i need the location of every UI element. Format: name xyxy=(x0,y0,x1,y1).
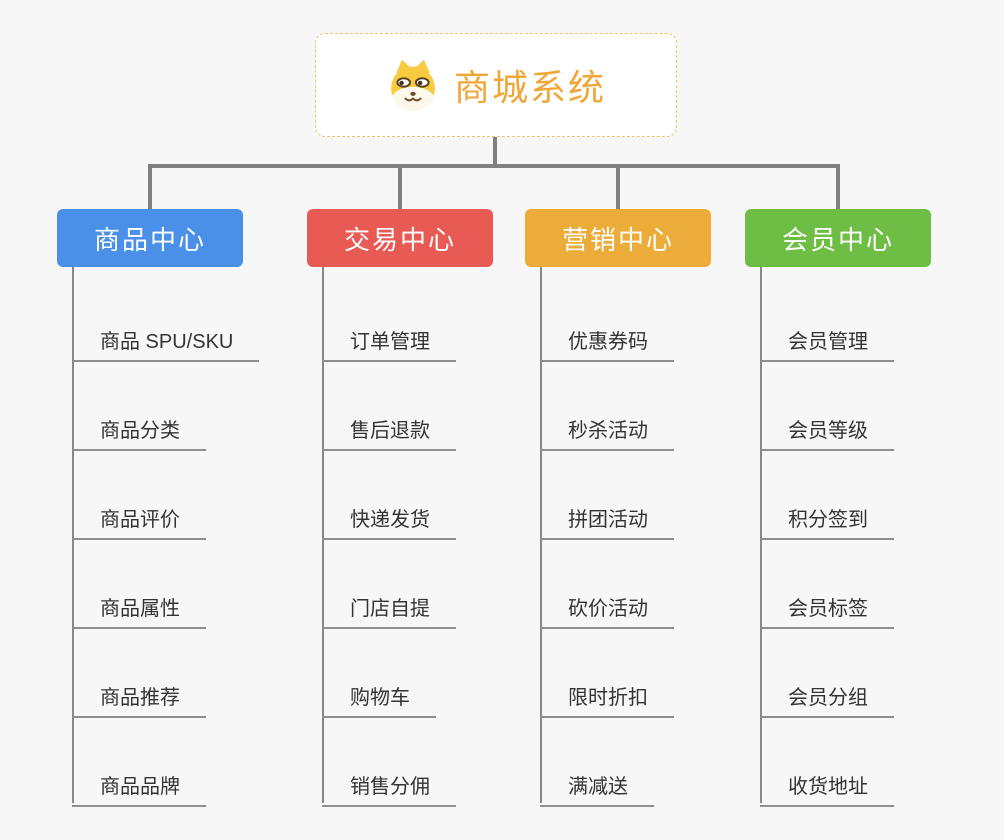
connector-drop-products xyxy=(148,164,152,211)
leaf-node[interactable]: 收货地址 xyxy=(760,757,894,807)
leaf-node[interactable]: 商品评价 xyxy=(72,490,206,540)
leaf-node[interactable]: 砍价活动 xyxy=(540,579,674,629)
connector-drop-marketing xyxy=(616,164,620,211)
doge-icon xyxy=(391,59,435,111)
connector-horizontal-bar xyxy=(148,164,840,168)
leaf-node[interactable]: 会员管理 xyxy=(760,312,894,362)
branch-header-trade[interactable]: 交易中心 xyxy=(307,209,493,267)
branch-spine-trade xyxy=(322,267,324,803)
leaf-node[interactable]: 会员标签 xyxy=(760,579,894,629)
leaf-node[interactable]: 订单管理 xyxy=(322,312,456,362)
branch-spine-members xyxy=(760,267,762,803)
branch-header-products[interactable]: 商品中心 xyxy=(57,209,243,267)
branch-header-members[interactable]: 会员中心 xyxy=(745,209,931,267)
leaf-node[interactable]: 会员分组 xyxy=(760,668,894,718)
leaf-node[interactable]: 商品 SPU/SKU xyxy=(72,312,260,362)
branch-header-marketing[interactable]: 营销中心 xyxy=(525,209,711,267)
leaf-node[interactable]: 秒杀活动 xyxy=(540,401,674,451)
leaf-node[interactable]: 会员等级 xyxy=(760,401,894,451)
connector-drop-members xyxy=(836,164,840,211)
branch-spine-products xyxy=(72,267,74,803)
connector-drop-trade xyxy=(398,164,402,211)
leaf-node[interactable]: 商品分类 xyxy=(72,401,206,451)
leaf-node[interactable]: 优惠券码 xyxy=(540,312,674,362)
root-title: 商城系统 xyxy=(453,67,606,108)
root-node[interactable]: 商城系统 xyxy=(315,33,677,137)
leaf-node[interactable]: 拼团活动 xyxy=(540,490,674,540)
leaf-node[interactable]: 售后退款 xyxy=(322,401,456,451)
leaf-node[interactable]: 销售分佣 xyxy=(322,757,456,807)
branch-spine-marketing xyxy=(540,267,542,803)
leaf-node[interactable]: 限时折扣 xyxy=(540,668,674,718)
leaf-node[interactable]: 购物车 xyxy=(322,668,436,718)
leaf-node[interactable]: 门店自提 xyxy=(322,579,456,629)
connector-root-stub xyxy=(493,137,497,168)
leaf-node[interactable]: 积分签到 xyxy=(760,490,894,540)
leaf-node[interactable]: 商品推荐 xyxy=(72,668,206,718)
leaf-node[interactable]: 快递发货 xyxy=(322,490,456,540)
leaf-node[interactable]: 商品品牌 xyxy=(72,757,206,807)
leaf-node[interactable]: 商品属性 xyxy=(72,579,206,629)
leaf-node[interactable]: 满减送 xyxy=(540,757,654,807)
